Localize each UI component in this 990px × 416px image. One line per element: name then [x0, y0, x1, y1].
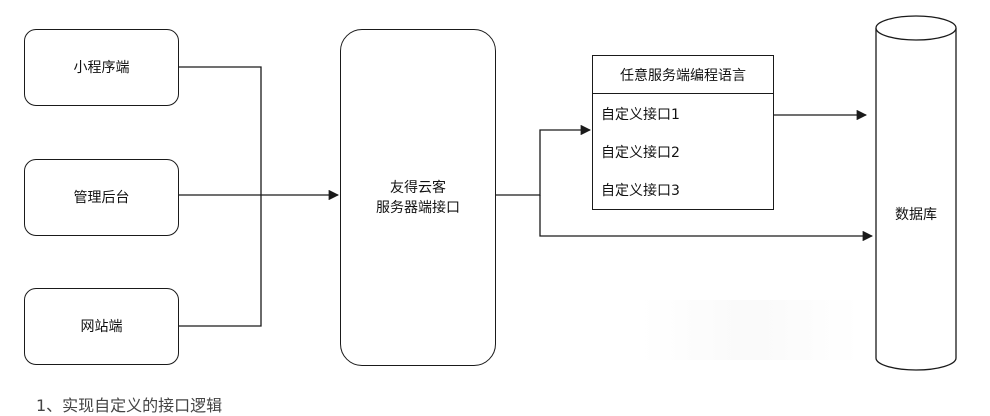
custom-interface-item-2: 自定义接口2: [601, 145, 680, 161]
connector-mini-program: [179, 66, 262, 195]
server-label-line2: 服务器端接口: [376, 199, 460, 216]
client-mini-program-box: 小程序端: [24, 29, 179, 106]
client-mini-program-label: 小程序端: [73, 59, 130, 76]
database-label: 数据库: [895, 207, 937, 223]
client-admin-label: 管理后台: [73, 189, 130, 206]
custom-service-title: 任意服务端编程语言: [593, 56, 773, 94]
server-interface-box: 友得云客 服务器端接口: [340, 29, 496, 366]
footer-note: 1、实现自定义的接口逻辑: [36, 396, 223, 415]
connector-website: [179, 195, 262, 327]
client-website-label: 网站端: [80, 318, 123, 335]
client-admin-box: 管理后台: [24, 159, 179, 236]
custom-interface-item-1: 自定义接口1: [601, 107, 680, 123]
server-label-line1: 友得云客: [390, 179, 446, 196]
custom-interface-item-3: 自定义接口3: [601, 183, 680, 199]
database-cylinder: [875, 15, 957, 371]
arrow-server-to-custom: [496, 124, 592, 196]
custom-service-box: 任意服务端编程语言 自定义接口1 自定义接口2 自定义接口3: [592, 55, 774, 210]
background-smudge: [640, 300, 860, 360]
arrow-server-to-database: [539, 195, 874, 242]
client-website-box: 网站端: [24, 288, 179, 365]
